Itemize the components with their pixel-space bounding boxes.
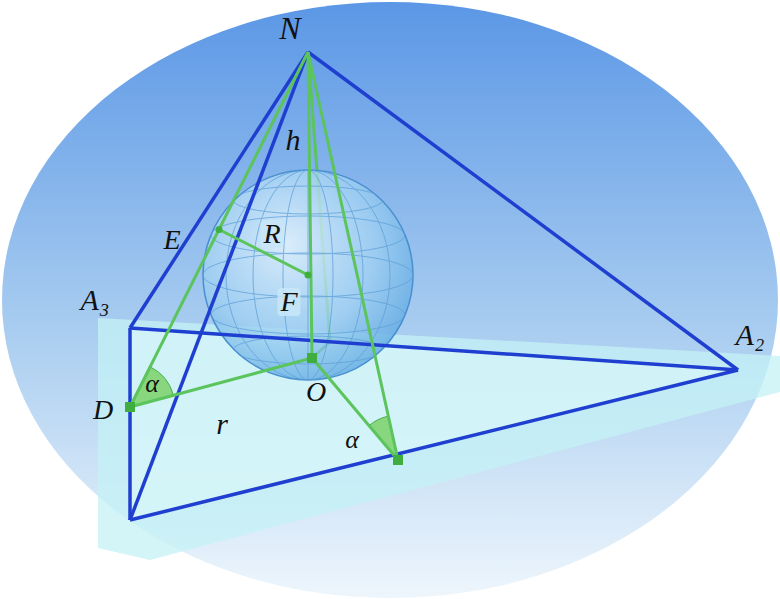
point-label: E xyxy=(163,226,180,254)
angle-label: α xyxy=(345,427,359,453)
point-label: O xyxy=(306,378,326,406)
center-label: F xyxy=(277,288,300,316)
label-holder: α xyxy=(145,371,159,397)
radius-label: R xyxy=(260,220,283,248)
vertex-label: A₃ xyxy=(81,285,110,315)
base-triangle xyxy=(130,328,738,520)
base-plane xyxy=(98,318,780,560)
label-holder: A₃ xyxy=(81,285,110,315)
label-holder: A₂ xyxy=(736,320,765,350)
label-holder: F xyxy=(277,288,300,316)
pyramid-edges xyxy=(130,52,738,520)
label-holder: α xyxy=(345,427,359,453)
label-holder: N xyxy=(279,12,300,44)
label-holder: h xyxy=(286,125,301,155)
radius-label: r xyxy=(216,409,228,439)
vertex-label: A₂ xyxy=(736,320,765,350)
label-holder: R xyxy=(260,220,283,248)
angle-label: α xyxy=(145,371,159,397)
label-holder: D xyxy=(93,396,113,424)
label-holder: O xyxy=(306,378,326,406)
point-markers xyxy=(125,226,403,465)
vertex-label: N xyxy=(279,12,300,44)
label-holder: r xyxy=(216,409,228,439)
point-label: D xyxy=(93,396,113,424)
height-label: h xyxy=(286,125,301,155)
label-holder: E xyxy=(163,226,180,254)
green-lines xyxy=(130,52,398,460)
